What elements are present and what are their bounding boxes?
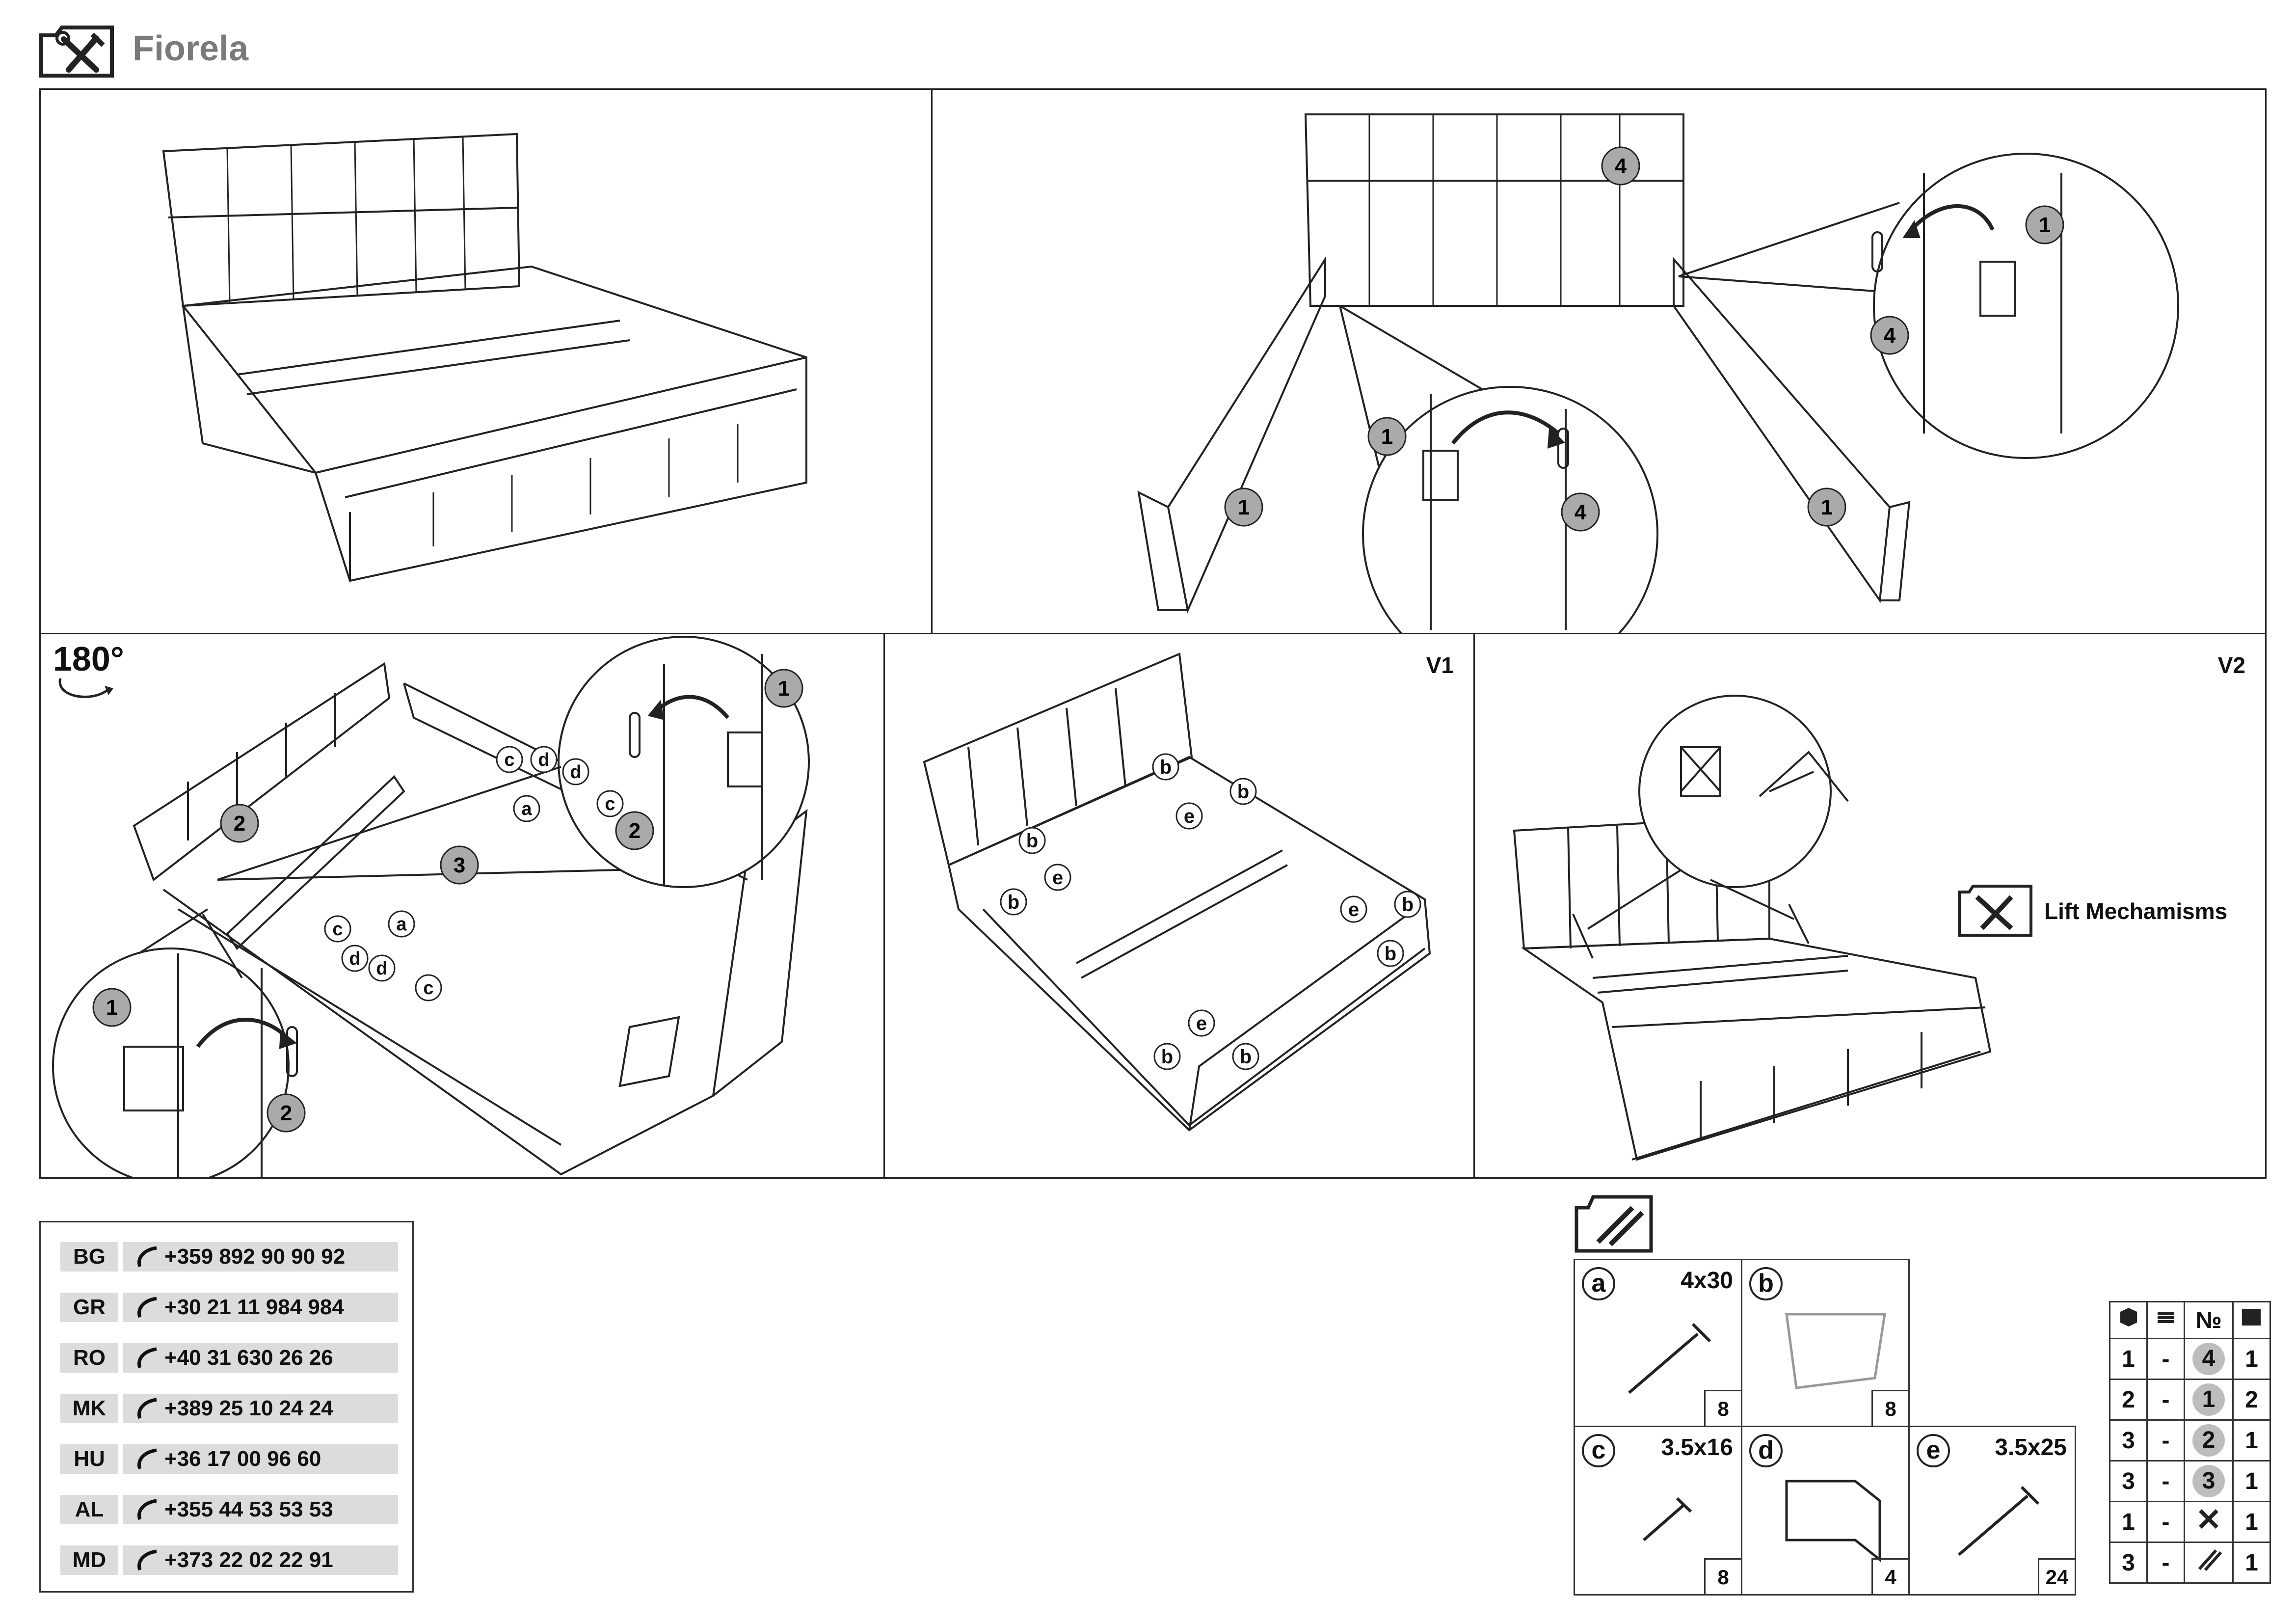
svg-text:c: c: [605, 794, 615, 814]
svg-text:b: b: [1402, 894, 1414, 916]
hardware-item-c: c 3.5x16 8: [1574, 1426, 1742, 1596]
svg-text:b: b: [1008, 892, 1019, 913]
hardware-item-a: a 4x30 8: [1574, 1259, 1742, 1427]
number-header: №: [2184, 1301, 2234, 1339]
phone-number: +355 44 53 53 53: [164, 1497, 333, 1521]
svg-text:4: 4: [1575, 500, 1587, 524]
svg-text:3: 3: [454, 853, 465, 877]
svg-text:b: b: [1237, 781, 1249, 803]
svg-text:c: c: [332, 919, 343, 940]
svg-text:e: e: [1348, 899, 1359, 920]
country-code: MD: [60, 1545, 118, 1575]
svg-text:2: 2: [629, 819, 641, 843]
svg-text:a: a: [396, 914, 407, 935]
svg-text:4: 4: [1615, 154, 1627, 178]
box-icon: [2109, 1301, 2148, 1339]
phone-icon: [137, 1549, 157, 1571]
phone-number: +389 25 10 24 24: [164, 1396, 333, 1420]
svg-text:c: c: [504, 750, 514, 770]
lift-mechanisms-label: Lift Mechamisms: [2044, 898, 2227, 924]
hardware-item-d: d 4: [1741, 1426, 1910, 1596]
step-panel-headboard-attach: 4 1 1 1 4 1 4: [931, 88, 2267, 634]
country-code: GR: [60, 1293, 118, 1322]
svg-text:1: 1: [1381, 425, 1393, 449]
svg-text:2: 2: [280, 1101, 292, 1125]
step-panel-side-rails: 180° 1 2 2: [39, 633, 885, 1179]
svg-text:d: d: [538, 750, 549, 770]
svg-text:1: 1: [1821, 495, 1833, 519]
contacts-table: BG +359 892 90 90 92 GR +30 21 11 984 98…: [39, 1221, 414, 1593]
svg-text:a: a: [521, 799, 532, 819]
svg-text:c: c: [423, 978, 433, 999]
svg-text:2: 2: [234, 812, 245, 836]
screws-bag-icon: [1574, 1193, 1655, 1257]
country-code: AL: [60, 1495, 118, 1524]
country-code: MK: [60, 1394, 118, 1423]
svg-text:b: b: [1385, 943, 1396, 965]
variant-label: V1: [1426, 652, 1454, 678]
svg-text:e: e: [1052, 867, 1063, 889]
svg-text:d: d: [349, 948, 360, 969]
phone-icon: [137, 1448, 157, 1470]
phone-icon: [137, 1398, 157, 1419]
parts-grid-icon: [2232, 1301, 2271, 1339]
svg-text:b: b: [1161, 1046, 1173, 1068]
svg-text:4: 4: [1884, 324, 1896, 348]
svg-text:b: b: [1160, 757, 1172, 778]
step-panel-variant-v2: V2 Lift Mechamisms: [1473, 633, 2267, 1179]
hardware-grid: a 4x30 8 b 8 c 3.5x16 8 d 4 e 3.5x25 24: [1574, 1259, 2076, 1596]
country-code: RO: [60, 1343, 118, 1373]
svg-text:d: d: [376, 958, 387, 979]
phone-icon: [137, 1246, 157, 1268]
tools-icon: [38, 21, 117, 82]
phone-number: +373 22 02 22 91: [164, 1548, 333, 1572]
svg-text:b: b: [1026, 830, 1038, 852]
rotation-label: 180°: [53, 640, 124, 678]
country-code: BG: [60, 1242, 118, 1272]
hardware-item-e: e 3.5x25 24: [1908, 1426, 2076, 1596]
svg-text:1: 1: [2039, 213, 2051, 237]
phone-number: +40 31 630 26 26: [164, 1346, 333, 1370]
svg-text:b: b: [1240, 1046, 1252, 1068]
packing-row: 3-1: [2109, 1542, 2271, 1584]
svg-text:1: 1: [106, 996, 118, 1020]
svg-text:1: 1: [1238, 495, 1250, 519]
page-title: Fiorela: [133, 29, 249, 68]
step-panel-assembled-bed: [39, 88, 933, 634]
phone-number: +359 892 90 90 92: [164, 1245, 346, 1269]
layers-icon: [2146, 1301, 2185, 1339]
country-code: HU: [60, 1444, 118, 1474]
tools-icon: [2184, 1501, 2234, 1543]
svg-text:1: 1: [778, 677, 790, 701]
svg-text:e: e: [1184, 806, 1195, 827]
packing-row: 1-1: [2109, 1501, 2271, 1543]
screws-icon: [2184, 1542, 2234, 1584]
phone-icon: [137, 1297, 157, 1318]
svg-text:d: d: [570, 762, 581, 783]
phone-number: +30 21 11 984 984: [164, 1295, 344, 1319]
phone-number: +36 17 00 96 60: [164, 1447, 321, 1471]
variant-label: V2: [2217, 652, 2245, 678]
phone-icon: [137, 1347, 157, 1369]
svg-text:e: e: [1196, 1013, 1207, 1034]
hardware-item-b: b 8: [1741, 1259, 1910, 1427]
phone-icon: [137, 1499, 157, 1520]
